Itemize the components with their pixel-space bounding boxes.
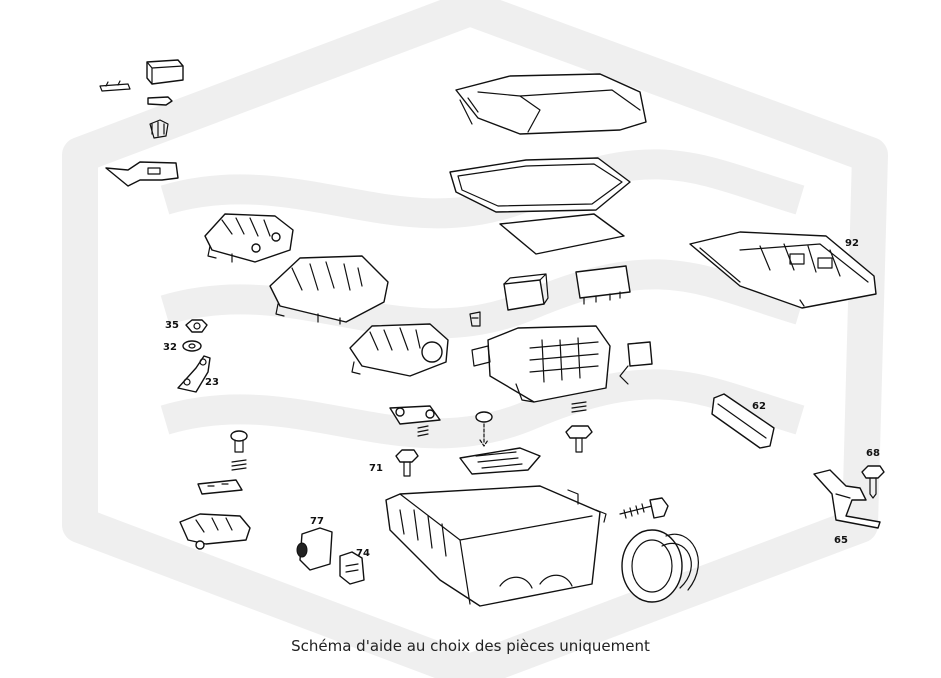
callout-74: 74 [356, 548, 370, 559]
screw-spring-left [230, 430, 248, 471]
fuse-box-housing [385, 485, 607, 607]
relay-small-a [503, 273, 549, 311]
fuse-box-cover [455, 73, 647, 135]
callout-23: 23 [205, 377, 219, 388]
bolt-housing [619, 497, 669, 519]
cover-seal [449, 157, 631, 213]
relay-with-wire [619, 341, 653, 385]
callout-62: 62 [752, 401, 766, 412]
bracket-small-left [197, 479, 243, 495]
bracket-65 [813, 469, 881, 529]
callout-35: 35 [165, 320, 179, 331]
cover-strip-62 [711, 393, 775, 449]
relay-carrier-1 [204, 213, 294, 263]
screw-bracket-center [389, 405, 441, 437]
screw-71 [395, 449, 419, 477]
relay-carrier-2 [269, 255, 389, 325]
nut-washer-set [177, 319, 211, 393]
fuse-box-main [471, 325, 611, 403]
small-clip-parts [99, 59, 184, 187]
fuse-holder-left [179, 513, 251, 550]
connector-74 [339, 551, 365, 585]
insulating-plate [499, 213, 625, 255]
screw-arrow-center [475, 411, 493, 447]
screw-spring-center [565, 401, 593, 453]
screw-68 [861, 465, 885, 499]
relay-77 [296, 527, 333, 571]
fuse-box-right-92 [689, 231, 877, 309]
callout-92: 92 [845, 238, 859, 249]
callout-71: 71 [369, 463, 383, 474]
rubber-grommet [621, 529, 699, 603]
callout-77: 77 [310, 516, 324, 527]
callout-32: 32 [163, 342, 177, 353]
clip-tiny-center [469, 311, 481, 327]
contact-plate-center [459, 447, 541, 475]
relay-small-b [575, 265, 631, 305]
diagram-caption: Schéma d'aide au choix des pièces unique… [291, 637, 650, 655]
callout-68: 68 [866, 448, 880, 459]
relay-carrier-3 [349, 323, 449, 377]
callout-65: 65 [834, 535, 848, 546]
